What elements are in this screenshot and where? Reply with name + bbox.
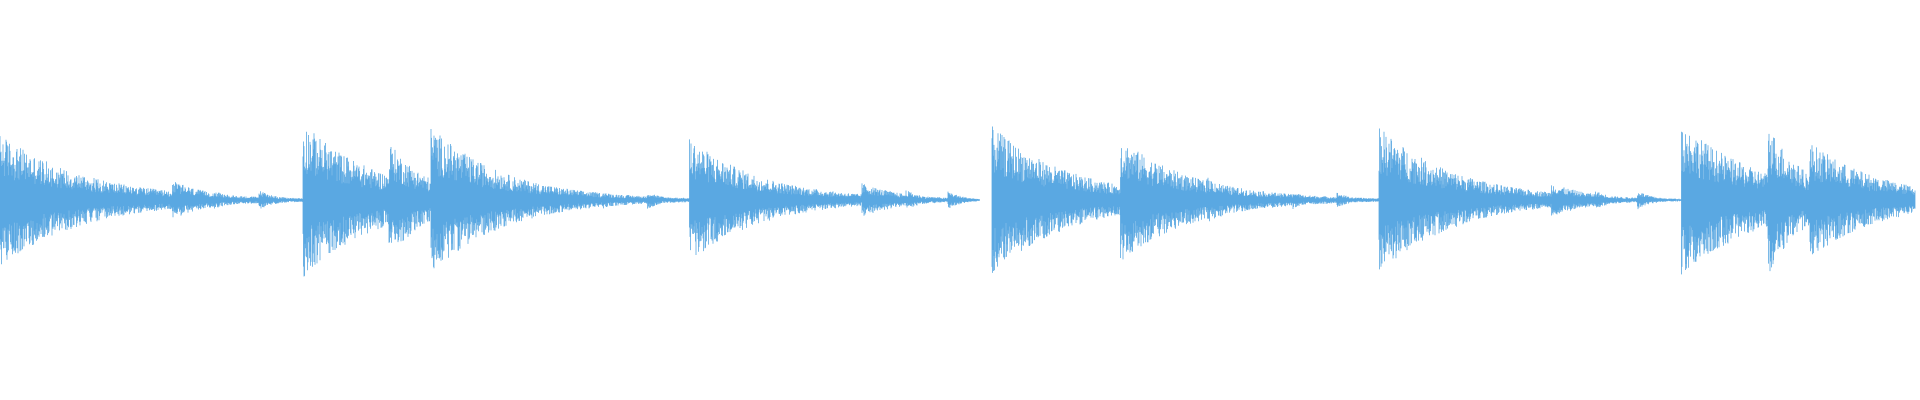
waveform-samples: [0, 126, 1916, 277]
waveform-trace: [0, 126, 1916, 277]
